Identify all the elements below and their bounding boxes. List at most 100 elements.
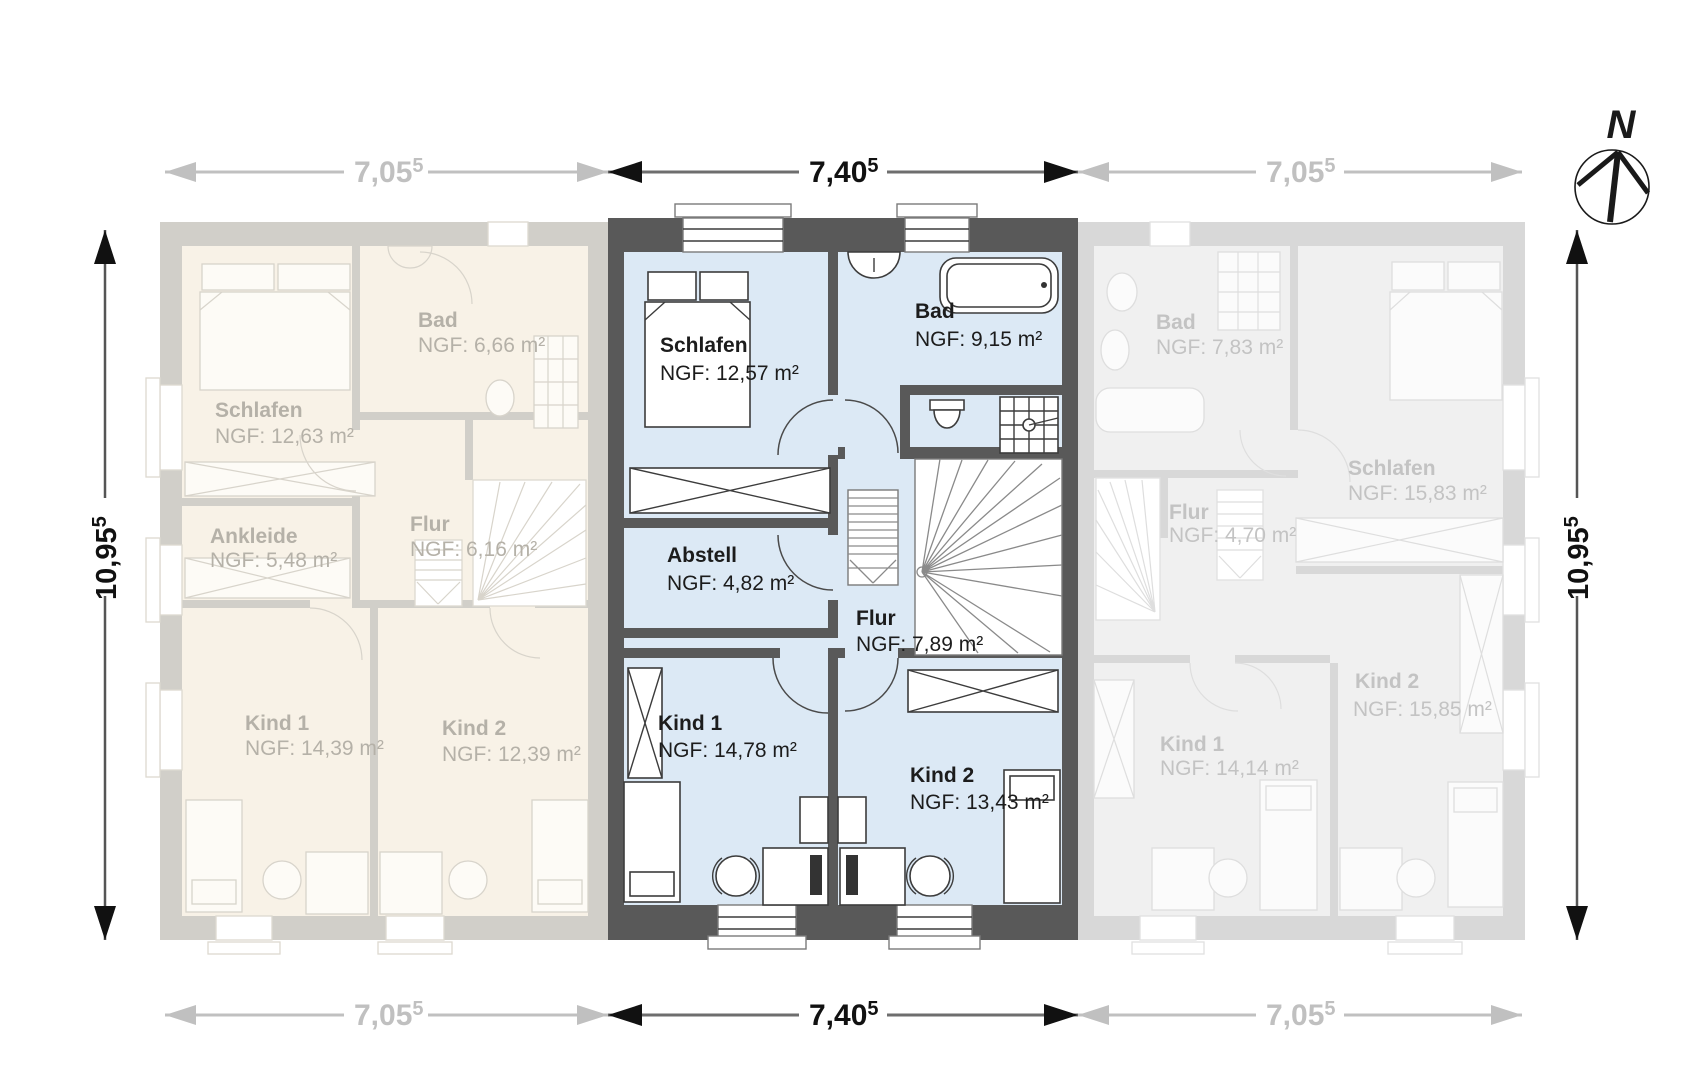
room-label-area: NGF: 15,83 m²: [1348, 482, 1487, 505]
room-label-area: NGF: 14,39 m²: [245, 737, 384, 760]
desk: [1151, 847, 1215, 911]
north-label: N: [1607, 103, 1637, 147]
bed-pillow: [201, 263, 275, 291]
shower-icon: [1217, 251, 1281, 331]
bed-pillow: [1265, 785, 1312, 811]
desk: [1339, 847, 1403, 911]
toilet-icon: [485, 379, 515, 417]
dim-label: 10,955: [89, 516, 123, 600]
dimension-right: 10,955: [1561, 230, 1595, 940]
unit-right-windows: [1131, 221, 1540, 955]
north-compass-icon: N: [1574, 103, 1651, 225]
room-label-area: NGF: 14,14 m²: [1160, 757, 1299, 780]
unit-center-doors: [772, 399, 899, 714]
chair: [448, 860, 488, 900]
room-label-name: Flur: [856, 607, 896, 630]
dim-label: 7,405: [809, 998, 879, 1032]
unit-center-walls: [608, 218, 1078, 940]
unit-center-labels: Schlafen NGF: 12,57 m² Bad NGF: 9,15 m² …: [658, 300, 1049, 814]
room-label-name: Schlafen: [215, 399, 303, 422]
shelf: [799, 796, 829, 844]
room-label-area: NGF: 9,15 m²: [915, 328, 1042, 351]
room-label-name: Kind 2: [910, 764, 974, 787]
room-label-name: Bad: [1156, 311, 1196, 334]
toilet-icon: [1106, 272, 1138, 312]
door-arc: [844, 399, 899, 454]
dim-label: 10,955: [1561, 516, 1595, 600]
door-arc: [844, 657, 899, 712]
dim-label: 7,055: [1266, 998, 1336, 1032]
monitor-icon: [846, 855, 858, 895]
room-label-area: NGF: 4,70 m²: [1169, 524, 1296, 547]
bed-pillow: [699, 271, 749, 301]
room-label-area: NGF: 15,85 m²: [1353, 698, 1492, 721]
dimension-top: 7,055 7,405 7,055: [165, 155, 1522, 189]
room-label-name: Kind 1: [245, 712, 309, 735]
desk: [305, 851, 369, 915]
room-label-area: NGF: 12,63 m²: [215, 425, 354, 448]
room-label-name: Flur: [410, 513, 450, 536]
room-label-name: Schlafen: [660, 334, 748, 357]
room-label-area: NGF: 7,83 m²: [1156, 336, 1283, 359]
room-label-area: NGF: 13,43 m²: [910, 791, 1049, 814]
dim-label: 7,055: [354, 998, 424, 1032]
unit-right-furniture: [1093, 251, 1504, 911]
unit-center-windows: [674, 203, 981, 950]
unit-left: Schlafen NGF: 12,63 m² Bad NGF: 6,66 m² …: [145, 221, 608, 955]
room-label-name: Ankleide: [210, 525, 298, 548]
room-label-name: Abstell: [667, 544, 737, 567]
unit-right-labels: Bad NGF: 7,83 m² Flur NGF: 4,70 m² Schla…: [1156, 311, 1492, 780]
double-bed: [644, 301, 751, 428]
unit-left-staircase: [414, 479, 587, 607]
sink-icon: [1100, 329, 1130, 371]
dim-label: 7,055: [1266, 155, 1336, 189]
room-label-area: NGF: 6,16 m²: [410, 538, 537, 561]
dim-label: 7,055: [354, 155, 424, 189]
chair: [262, 860, 302, 900]
bed-pillow: [1391, 261, 1445, 291]
double-bed: [1389, 291, 1503, 401]
chair: [906, 855, 954, 897]
chair: [1208, 858, 1248, 898]
bed-pillow: [537, 879, 583, 905]
monitor-icon: [810, 855, 822, 895]
dim-label: 7,405: [809, 155, 879, 189]
bed-pillow: [1453, 787, 1498, 813]
room-label-area: NGF: 12,39 m²: [442, 743, 581, 766]
chair: [1396, 858, 1436, 898]
door-arc: [777, 534, 834, 591]
unit-center-staircase: [847, 458, 1063, 656]
door-arc: [777, 399, 834, 456]
room-label-name: Bad: [915, 300, 955, 323]
unit-center: Schlafen NGF: 12,57 m² Bad NGF: 9,15 m² …: [608, 203, 1078, 950]
unit-left-furniture: [184, 245, 589, 915]
unit-left-labels: Schlafen NGF: 12,63 m² Bad NGF: 6,66 m² …: [210, 309, 581, 766]
unit-right: Bad NGF: 7,83 m² Flur NGF: 4,70 m² Schla…: [1078, 221, 1540, 955]
room-label-name: Kind 1: [1160, 733, 1224, 756]
unit-left-windows: [145, 221, 529, 955]
bed-pillow: [1447, 261, 1501, 291]
room-label-name: Bad: [418, 309, 458, 332]
room-label-area: NGF: 7,89 m²: [856, 633, 983, 656]
room-label-name: Flur: [1169, 501, 1209, 524]
shower-icon: [999, 396, 1059, 454]
room-label-name: Kind 2: [1355, 670, 1419, 693]
bed-pillow: [277, 263, 351, 291]
room-label-area: NGF: 5,48 m²: [210, 549, 337, 572]
shelf: [837, 796, 867, 844]
toilet-icon: [929, 399, 965, 429]
dimension-left: 10,955: [89, 230, 123, 940]
room-label-name: Kind 1: [658, 712, 722, 735]
room-label-area: NGF: 12,57 m²: [660, 362, 799, 385]
sink-icon: [387, 245, 433, 269]
bathtub-icon: [1095, 387, 1205, 433]
desk: [379, 851, 443, 915]
double-bed: [199, 291, 351, 391]
unit-center-furniture: [623, 251, 1061, 906]
room-label-name: Kind 2: [442, 717, 506, 740]
room-label-area: NGF: 14,78 m²: [658, 739, 797, 762]
door-arc: [772, 657, 829, 714]
bed-pillow: [629, 871, 675, 897]
room-label-name: Schlafen: [1348, 457, 1436, 480]
